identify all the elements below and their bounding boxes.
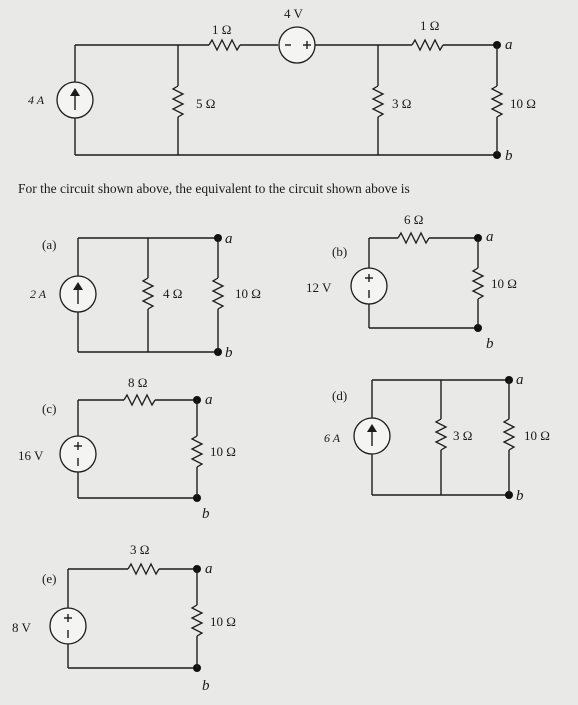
option-b-tag: (b) bbox=[332, 244, 347, 259]
label-node-b: b bbox=[202, 678, 210, 694]
label-node-b: b bbox=[486, 336, 494, 352]
label-r-shunt-right: 3 Ω bbox=[392, 96, 411, 111]
label-r-series: 8 Ω bbox=[128, 375, 147, 390]
voltage-source bbox=[49, 607, 87, 645]
option-b-circuit: (b) 12 V 6 Ω 10 Ω a b bbox=[306, 212, 517, 352]
up-arrow-icon bbox=[367, 424, 377, 432]
label-r-load: 10 Ω bbox=[491, 276, 517, 291]
resistor-4ohm bbox=[141, 277, 155, 310]
label-node-a: a bbox=[225, 231, 233, 247]
label-node-a: a bbox=[205, 392, 213, 408]
label-source: 8 V bbox=[12, 620, 32, 635]
label-r-load: 10 Ω bbox=[510, 96, 536, 111]
label-r-load: 10 Ω bbox=[524, 428, 550, 443]
label-node-b: b bbox=[225, 345, 233, 361]
resistor-10ohm bbox=[190, 604, 204, 637]
option-a-tag: (a) bbox=[42, 237, 56, 252]
label-r-shunt-left: 5 Ω bbox=[196, 96, 215, 111]
option-c-tag: (c) bbox=[42, 401, 56, 416]
label-node-b: b bbox=[202, 506, 210, 522]
resistor-1ohm-right bbox=[411, 38, 444, 52]
label-node-a: a bbox=[486, 229, 494, 245]
label-r-series: 6 Ω bbox=[404, 212, 423, 227]
up-arrow-icon bbox=[70, 88, 80, 96]
resistor-10ohm bbox=[471, 267, 485, 300]
option-c-circuit: (c) 16 V 8 Ω 10 Ω a b bbox=[18, 375, 236, 522]
option-d-circuit: (d) 6 A 3 Ω 10 Ω a b bbox=[324, 372, 550, 504]
resistor-1ohm-left bbox=[208, 38, 241, 52]
label-r1: 3 Ω bbox=[453, 428, 472, 443]
label-i-source: 4 A bbox=[28, 93, 45, 107]
label-node-a: a bbox=[505, 37, 513, 53]
voltage-source bbox=[59, 435, 97, 473]
label-r-load: 10 Ω bbox=[235, 286, 261, 301]
resistor-10ohm bbox=[211, 277, 225, 310]
question-caption: For the circuit shown above, the equival… bbox=[18, 181, 410, 196]
label-node-b: b bbox=[505, 148, 513, 164]
label-source: 2 A bbox=[30, 287, 47, 301]
resistor-3ohm bbox=[434, 418, 448, 451]
label-v-source: 4 V bbox=[284, 6, 304, 21]
label-node-a: a bbox=[516, 372, 524, 388]
label-source: 6 A bbox=[324, 431, 341, 445]
option-e-circuit: (e) 8 V 3 Ω 10 Ω a b bbox=[12, 542, 236, 694]
label-r1: 4 Ω bbox=[163, 286, 182, 301]
label-r-series-right: 1 Ω bbox=[420, 18, 439, 33]
resistor-series bbox=[127, 562, 160, 576]
label-r-load: 10 Ω bbox=[210, 444, 236, 459]
label-source: 12 V bbox=[306, 280, 332, 295]
resistor-series bbox=[397, 231, 430, 245]
resistor-5ohm bbox=[171, 85, 185, 118]
label-r-load: 10 Ω bbox=[210, 614, 236, 629]
label-source: 16 V bbox=[18, 448, 44, 463]
label-r-series: 3 Ω bbox=[130, 542, 149, 557]
resistor-3ohm bbox=[371, 85, 385, 118]
resistor-series bbox=[123, 393, 156, 407]
up-arrow-icon bbox=[73, 282, 83, 290]
voltage-source bbox=[350, 267, 388, 305]
resistor-10ohm-load bbox=[490, 85, 504, 118]
label-r-series-left: 1 Ω bbox=[212, 22, 231, 37]
label-node-a: a bbox=[205, 561, 213, 577]
resistor-10ohm bbox=[190, 435, 204, 468]
resistor-10ohm bbox=[502, 418, 516, 451]
option-d-tag: (d) bbox=[332, 388, 347, 403]
option-e-tag: (e) bbox=[42, 571, 56, 586]
top-circuit: 1 Ω 4 V 1 Ω 4 A 5 Ω 3 Ω 10 Ω a b bbox=[28, 6, 536, 164]
option-a-circuit: (a) 2 A 4 Ω 10 Ω a b bbox=[30, 231, 261, 361]
label-node-b: b bbox=[516, 488, 524, 504]
